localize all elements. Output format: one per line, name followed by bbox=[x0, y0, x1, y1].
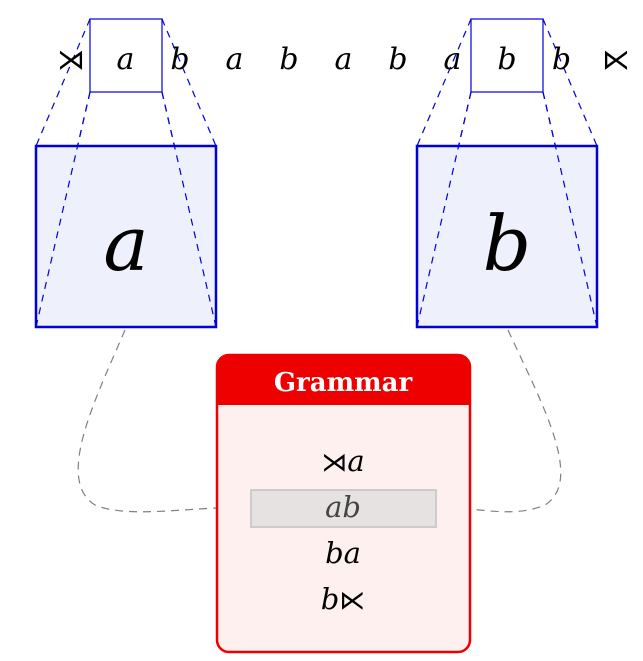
grammar-rule: ⋊a bbox=[321, 444, 364, 478]
start-marker: ⋊ bbox=[57, 43, 85, 76]
connector-curve-right bbox=[435, 329, 562, 513]
sequence-symbol: a bbox=[335, 42, 353, 77]
grammar-panel-header bbox=[217, 355, 470, 405]
connector-curve-left bbox=[77, 329, 251, 513]
projection-lines-inner-b bbox=[416, 91, 598, 328]
projection-lines-inner-a bbox=[35, 91, 217, 328]
grammar-panel: Grammar ⋊a ab ba b⋉ bbox=[215, 353, 472, 654]
grammar-rule: b⋉ bbox=[321, 582, 366, 616]
zoom-box-a bbox=[34, 144, 218, 329]
focus-window-b bbox=[470, 18, 544, 93]
sequence-symbol: b bbox=[170, 42, 189, 77]
zoom-letter-a: a bbox=[103, 199, 148, 288]
grammar-rules: ⋊a ab ba b⋉ bbox=[321, 444, 366, 616]
sequence-symbol: a bbox=[117, 42, 135, 77]
end-marker: ⋉ bbox=[602, 43, 630, 76]
highlighted-rule-box bbox=[250, 489, 437, 528]
zoom-letter-b: b bbox=[483, 199, 532, 288]
grammar-title: Grammar bbox=[274, 368, 413, 398]
sequence-symbol: a bbox=[444, 42, 462, 77]
sequence-symbol: b bbox=[279, 42, 298, 77]
grammar-rule: ba bbox=[325, 536, 361, 570]
focus-window-a bbox=[89, 18, 163, 93]
zoom-box-b bbox=[415, 144, 599, 329]
grammar-rule: ab bbox=[325, 490, 361, 524]
sequence-symbol: b bbox=[497, 42, 516, 77]
sequence-symbol: b bbox=[552, 42, 571, 77]
sequence-symbol: b bbox=[388, 42, 407, 77]
sequence-symbol: a bbox=[226, 42, 244, 77]
